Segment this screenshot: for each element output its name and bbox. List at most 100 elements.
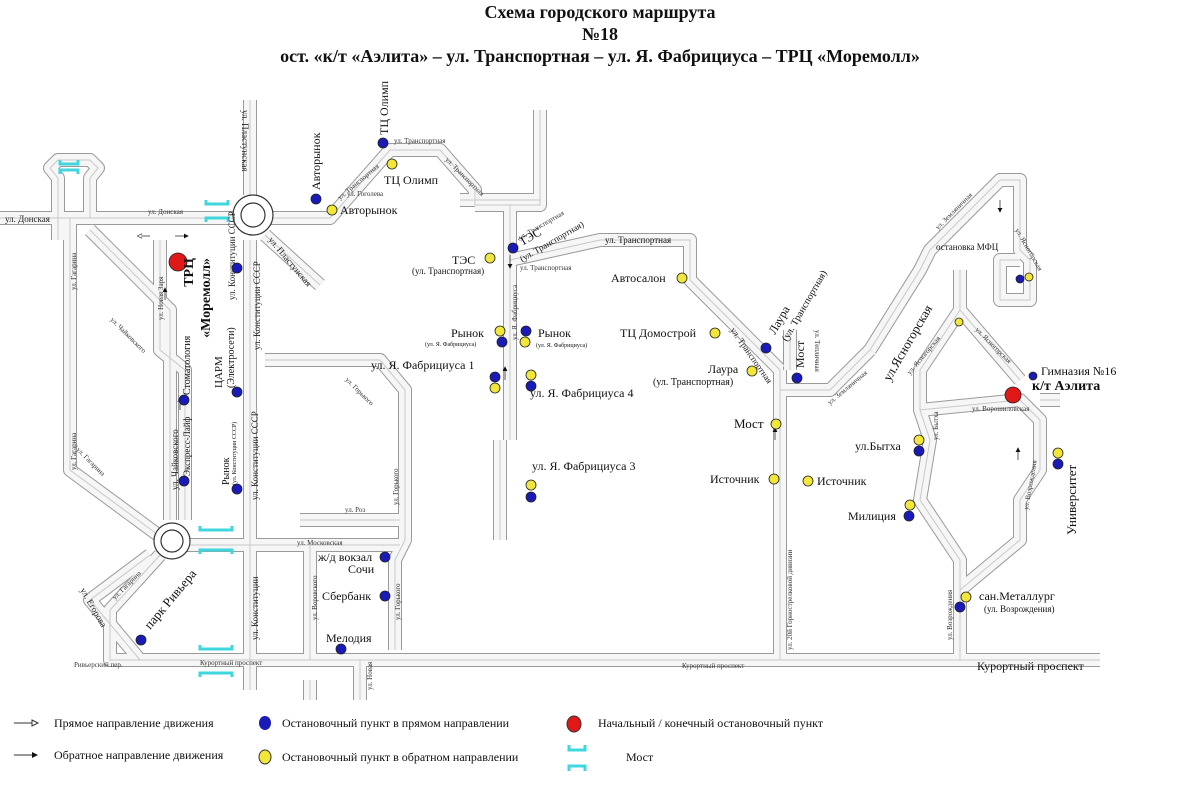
bridge-icon [58, 160, 80, 174]
stop-label: ул. Я. Фабрициуса 3 [532, 459, 635, 473]
street-label: ул. 20й Горнострелковой дивизии [786, 549, 794, 650]
stop-label: (ул. Я. Фабрициуса) [536, 342, 587, 349]
legend-bridge: Мост [626, 750, 654, 764]
lane-divider [270, 149, 476, 219]
stop-label: Источник [710, 472, 760, 486]
street-label: ул. Гагарина [70, 252, 78, 290]
street-label: ул. Конституции [250, 576, 260, 640]
stop-label: к/т Аэлита [1032, 379, 1100, 394]
lane-divider [89, 554, 151, 661]
bridge-icon [198, 645, 234, 677]
stop-label: ТЭС [452, 253, 475, 267]
stop-label: Рынок [538, 326, 571, 340]
road-surface [265, 354, 411, 650]
bridge-icons [58, 160, 234, 677]
road-surface [914, 408, 966, 660]
stop-label: (Электросети) [226, 327, 237, 388]
roundabout-gagarina [153, 522, 191, 560]
street-label: ул. Гоголева [347, 190, 384, 198]
terminal-stop-icon [566, 715, 582, 733]
road-segment [265, 353, 412, 650]
street-label: ул. Транспортная [520, 264, 572, 272]
stop-label: сан.Металлург [979, 589, 1055, 603]
stop-label: Экспресс-Лайф [182, 416, 192, 476]
reverse-direction-arrow-icon [14, 752, 38, 758]
street-label: ул. Возрождения [946, 589, 954, 640]
street-label: ул. Транспортная [605, 235, 671, 245]
stop-label: Мост [734, 416, 764, 431]
street-label: ул. Гагарина [70, 432, 78, 470]
street-label: ул. Воровского [311, 575, 319, 620]
stop-label: (ул. Конституции СССР) [231, 422, 238, 485]
road-segment [508, 233, 785, 375]
lane-divider [49, 159, 99, 240]
street-label: ул. Роз [345, 506, 365, 514]
street-label: Ривьерский пер. [74, 661, 123, 669]
lane-divider [999, 259, 1031, 301]
street-label: ул. Новая Заря [157, 276, 165, 320]
stop-label: Автосалон [611, 271, 666, 285]
road-surface [914, 306, 1046, 595]
reverse-stop [386, 158, 398, 170]
forward-stop [231, 483, 243, 495]
stops: ТРЦ «Моремолл» ЦАРМ (Электросети) Стомат… [135, 80, 1116, 655]
street-label: ул. Пластунская [240, 110, 250, 172]
street-label: ул. Конституции СССР [250, 411, 260, 500]
lane-divider [509, 239, 781, 371]
direction-arrows [138, 200, 1021, 460]
reverse-stop [326, 204, 338, 216]
road-surface [954, 270, 1025, 384]
reverse-stop [484, 252, 496, 264]
stop-label: Милиция [848, 509, 896, 523]
stop-label: Мелодия [326, 631, 372, 645]
stop-label: ТРЦ [182, 258, 197, 287]
stop-label: ТЦ Олимп [377, 80, 391, 135]
stop-label: ул. Я. Фабрициуса 4 [530, 386, 633, 400]
stop-label: (ул. Транспортная) [412, 266, 484, 276]
street-label: ул. Донская [5, 214, 50, 224]
street-label: ул. Пластунская [266, 235, 313, 289]
street-label: ул. Чайковского [109, 316, 148, 355]
lane-divider [919, 309, 1041, 591]
stop-label: Авторынок [309, 132, 323, 190]
street-label: Курортный проспект [682, 662, 744, 670]
stop-label: «Моремолл» [199, 258, 214, 338]
legend-terminal: Начальный / конечный остановочный пункт [598, 716, 824, 730]
roundabout-plastunskaya [232, 194, 274, 236]
street-label: Курортный проспект [200, 659, 262, 667]
street-label: ул. Чайковского [170, 429, 180, 490]
forward-direction-arrow-icon [14, 719, 40, 727]
terminal-stop-aelita [1004, 386, 1022, 404]
lane-divider [109, 554, 161, 661]
stop-label: Авторынок [340, 203, 398, 217]
forward-stop [231, 262, 243, 274]
street-label: ул. Я. Фабрициуса [511, 284, 519, 340]
stop-label: ЦАРМ [213, 356, 225, 388]
stop-label: ТЦ Олимп [384, 173, 439, 187]
reverse-stop-icon [258, 749, 272, 765]
lane-divider [159, 240, 186, 520]
street-label: ул. Горького [344, 376, 376, 408]
stop-label: (ул. Возрождения) [984, 604, 1055, 614]
route-number: №18 [581, 24, 619, 44]
stop-label: Лаура [708, 362, 739, 376]
street-label: ул. Транспортная [444, 156, 487, 199]
terminal-stop-moremoll [168, 252, 188, 272]
lane-divider [919, 409, 961, 660]
stop-label: Сбербанк [322, 589, 371, 603]
forward-stop [379, 551, 391, 563]
lane-divider [475, 110, 541, 206]
stop-label: ул.Бытха [855, 439, 902, 453]
legend-forward-stop: Остановочный пункт в прямом направлении [282, 716, 510, 730]
street-label: ул. Новая [366, 661, 374, 690]
forward-stop [310, 193, 322, 205]
stop-label: ул. Я. Фабрициуса 1 [371, 358, 474, 372]
stop-label: ТЦ Домострой [620, 326, 697, 340]
forward-stop [178, 394, 190, 406]
bridge-icon [198, 526, 234, 554]
lane-divider [264, 234, 321, 286]
forward-stop [135, 634, 147, 646]
stop-label: Рынок [451, 326, 484, 340]
lane-divider [265, 359, 406, 650]
